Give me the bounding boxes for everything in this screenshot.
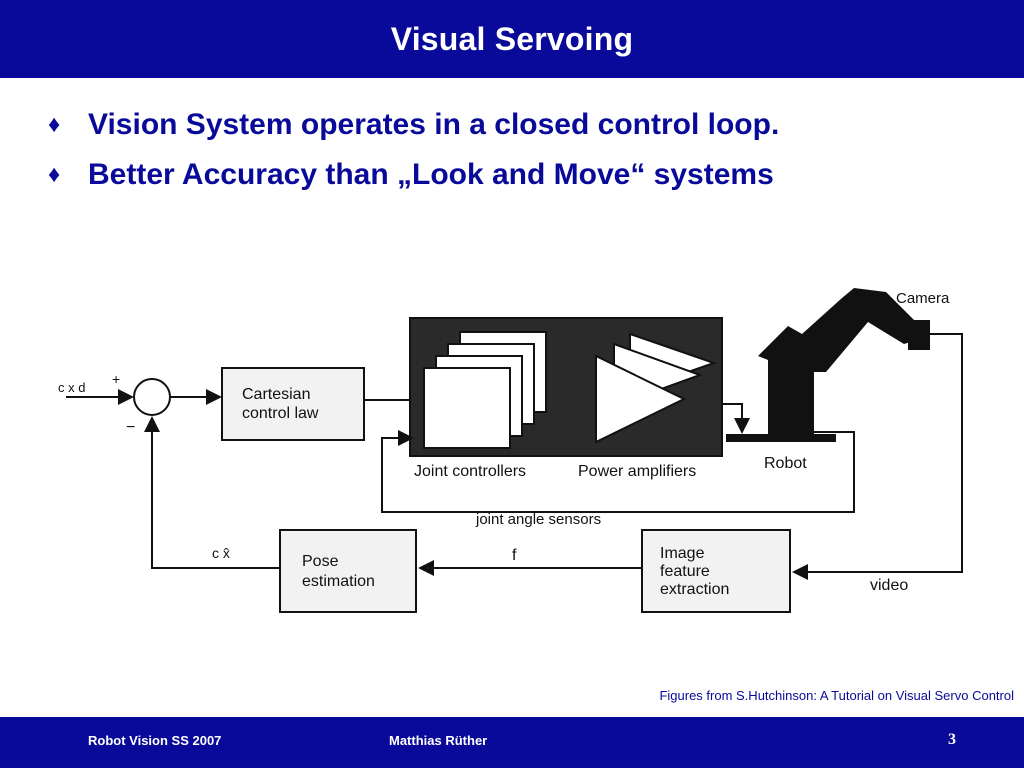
- plus-sign: +: [112, 371, 120, 387]
- feedback-label: c x̂: [212, 545, 230, 561]
- joint-angle-sensors-label: joint angle sensors: [475, 511, 601, 528]
- pose-line-2: estimation: [302, 573, 375, 590]
- camera-label: Camera: [896, 290, 950, 307]
- joint-sensor-loop: [381, 430, 855, 513]
- bullet-list: ♦ Vision System operates in a closed con…: [48, 100, 1008, 200]
- image-feature-line-1: Image: [660, 545, 705, 562]
- image-feature-box: [641, 529, 791, 613]
- pose-line-1: Pose: [302, 553, 339, 570]
- pose-feedback-arrow: [144, 416, 280, 569]
- footer-bar: Robot Vision SS 2007 Matthias Rüther 3: [0, 717, 1024, 768]
- robot-label: Robot: [764, 455, 807, 472]
- diamond-bullet-icon: ♦: [48, 161, 61, 188]
- course-name: Robot Vision SS 2007: [88, 733, 222, 748]
- bullet-text: Vision System operates in a closed contr…: [88, 108, 780, 141]
- page-number: 3: [948, 731, 956, 748]
- title-bar: Visual Servoing: [0, 0, 1024, 78]
- image-feature-line-2: feature: [660, 563, 710, 580]
- robot-base: [726, 434, 836, 442]
- cartesian-line-1: Cartesian: [242, 386, 310, 403]
- bullet-item: ♦ Better Accuracy than „Look and Move“ s…: [48, 150, 1008, 200]
- diamond-bullet-icon: ♦: [48, 111, 61, 138]
- robot-arm-icon: [758, 288, 926, 434]
- video-label: video: [870, 577, 908, 594]
- summing-junction: [133, 378, 171, 416]
- pose-estimation-box: [279, 529, 417, 613]
- visual-servo-block-diagram: c x d + − Cartesian control law Joint co…: [58, 288, 963, 613]
- amplifier-to-robot-arrow: [722, 403, 750, 434]
- power-amplifier-triangle: [595, 354, 687, 444]
- joint-controllers-label: Joint controllers: [414, 463, 526, 480]
- bullet-item: ♦ Vision System operates in a closed con…: [48, 100, 1008, 150]
- minus-sign: −: [126, 419, 135, 436]
- camera-icon: [908, 320, 930, 350]
- input-label: c x d: [58, 380, 85, 395]
- cartesian-control-box: [221, 367, 365, 441]
- image-feature-line-3: extraction: [660, 581, 729, 598]
- author-name: Matthias Rüther: [389, 733, 488, 748]
- figure-caption: Figures from S.Hutchinson: A Tutorial on…: [659, 688, 1014, 703]
- joint-controller-card: [423, 367, 511, 449]
- video-line: [792, 333, 963, 580]
- bullet-text: Better Accuracy than „Look and Move“ sys…: [88, 158, 774, 191]
- power-amplifiers-label: Power amplifiers: [578, 463, 696, 480]
- f-label: f: [512, 547, 517, 564]
- cartesian-line-2: control law: [242, 405, 319, 422]
- slide-title: Visual Servoing: [390, 20, 634, 57]
